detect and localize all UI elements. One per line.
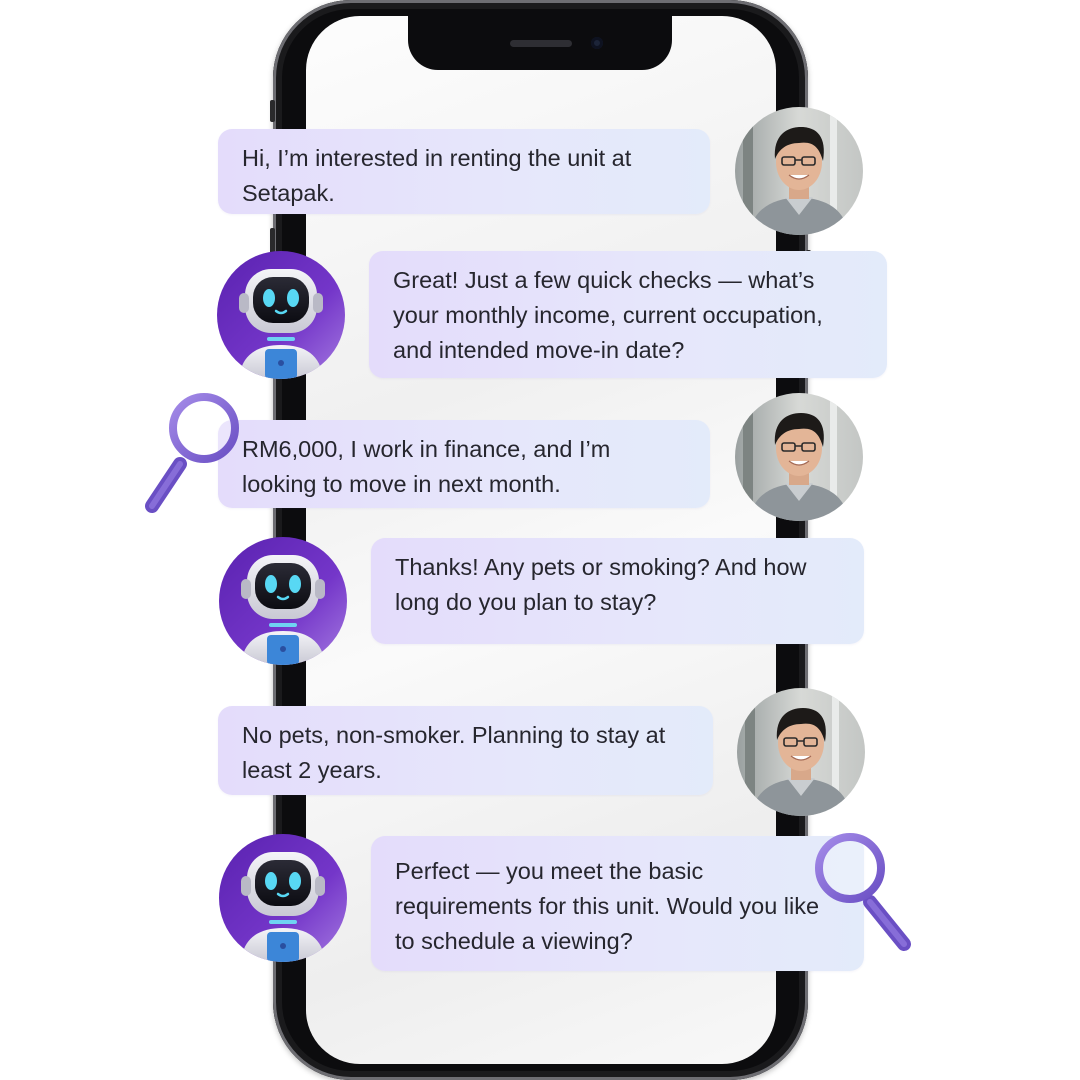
message-text: RM6,000, I work in finance, and I’m look… (242, 436, 611, 497)
message-text: Great! Just a few quick checks — what’s … (393, 267, 823, 363)
bot-avatar (219, 834, 347, 962)
magnifying-glass-icon (145, 393, 239, 513)
user-avatar (737, 688, 865, 816)
phone-mute-switch (270, 100, 275, 122)
message-bubble-bot: Thanks! Any pets or smoking? And how lon… (371, 538, 864, 644)
user-avatar (735, 107, 863, 235)
message-text: Thanks! Any pets or smoking? And how lon… (395, 554, 807, 615)
magnifying-glass-icon (815, 833, 911, 951)
phone-speaker (510, 40, 572, 47)
bot-avatar (217, 251, 345, 379)
message-text: No pets, non-smoker. Planning to stay at… (242, 722, 666, 783)
phone-camera (591, 37, 603, 49)
user-avatar (735, 393, 863, 521)
message-text: Hi, I’m interested in renting the unit a… (242, 145, 632, 206)
message-bubble-user: RM6,000, I work in finance, and I’m look… (218, 420, 710, 508)
bot-avatar (219, 537, 347, 665)
message-bubble-user: Hi, I’m interested in renting the unit a… (218, 129, 710, 214)
message-bubble-bot: Perfect — you meet the basic requirement… (371, 836, 864, 971)
message-bubble-user: No pets, non-smoker. Planning to stay at… (218, 706, 713, 795)
message-bubble-bot: Great! Just a few quick checks — what’s … (369, 251, 887, 378)
message-text: Perfect — you meet the basic requirement… (395, 858, 820, 954)
